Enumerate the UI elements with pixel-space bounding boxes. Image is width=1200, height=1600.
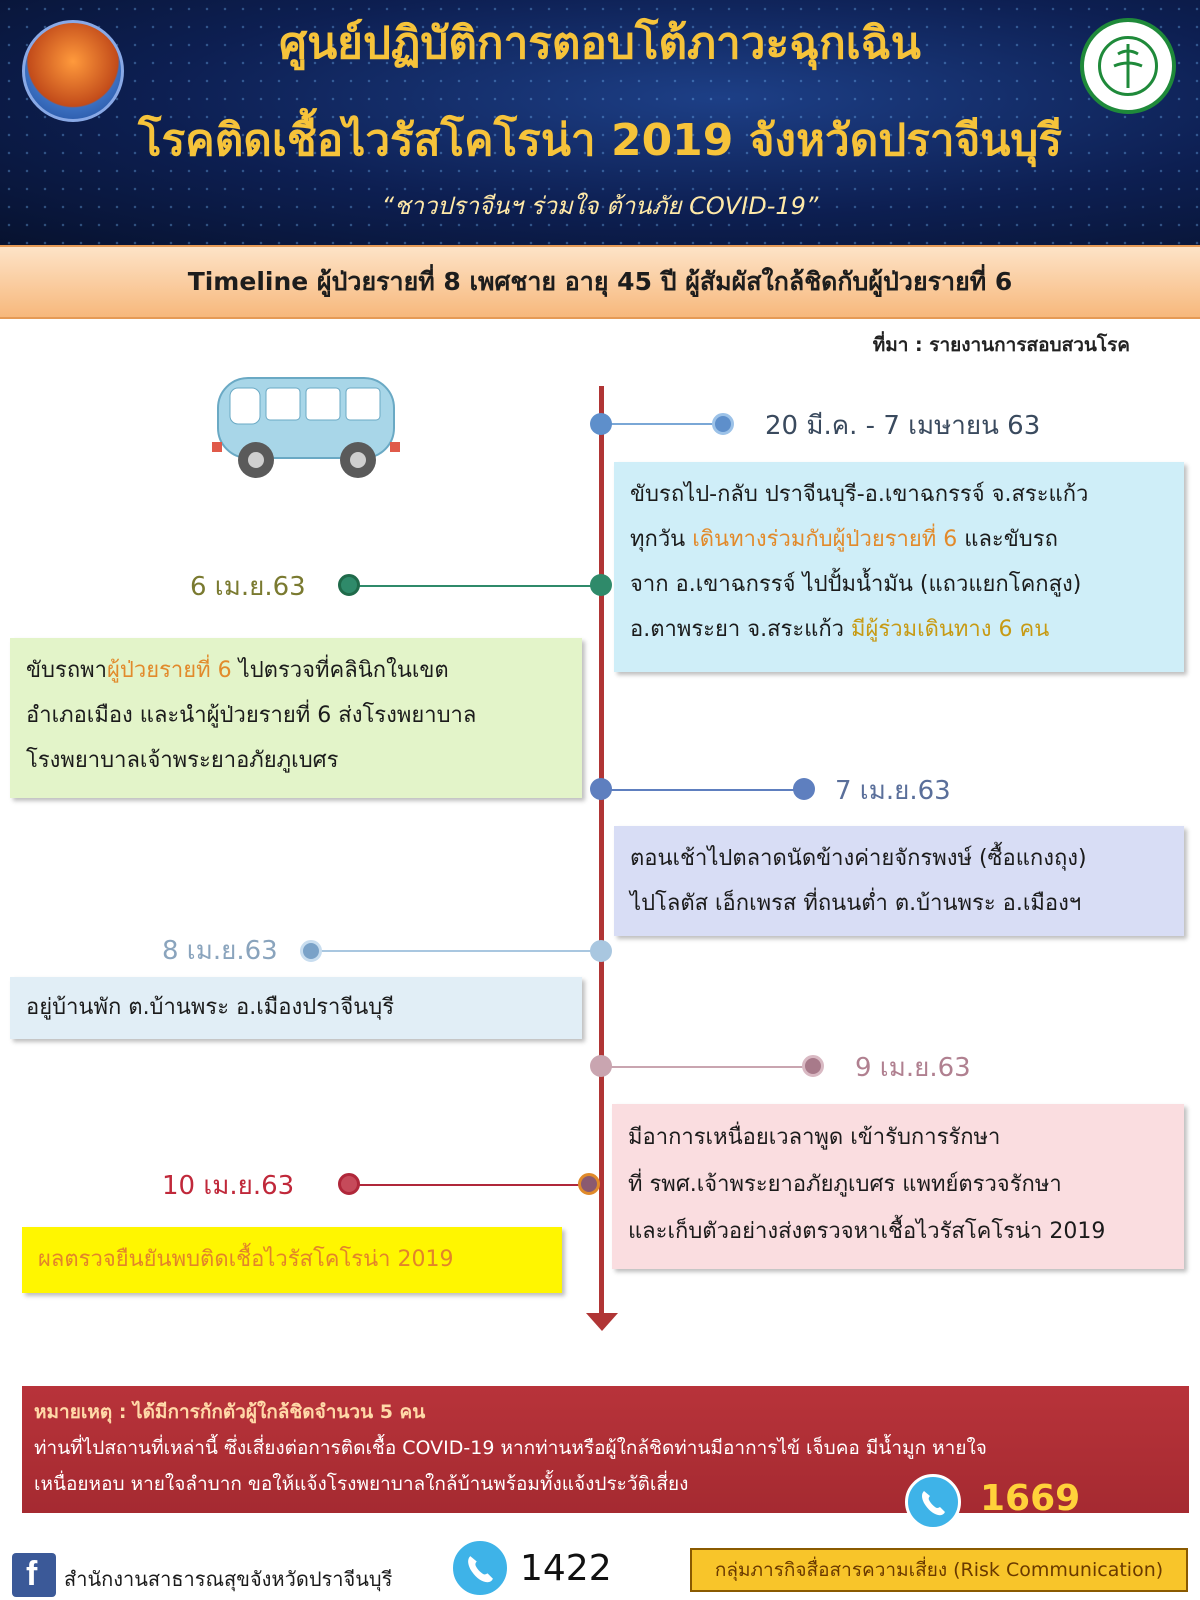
event-text: ไปโลตัส เอ็กเพรส ที่ถนนต่ำ ต.บ้านพระ อ.เ… [630,891,1082,916]
footer-notice: หมายเหตุ : ได้มีการกักตัวผู้ใกล้ชิดจำนวน… [22,1386,1189,1513]
facebook-icon[interactable]: f [12,1553,56,1597]
ministry-of-public-health-logo-icon [1080,18,1176,114]
connector-line [601,423,721,425]
notice-text: เหนื่อยหอบ หายใจลำบาก ขอให้แจ้งโรงพยาบาล… [34,1473,689,1495]
timeline-node [590,940,612,962]
event-text: ขับรถพา [26,658,107,683]
date-label: 6 เม.ย.63 [190,572,306,602]
risk-communication-badge: กลุ่มภารกิจสื่อสารความเสี่ยง (Risk Commu… [690,1548,1188,1592]
event-text: มีอาการเหนื่อยเวลาพูด เข้ารับการรักษา [628,1125,1001,1150]
phone-icon [905,1474,961,1530]
event-text: จาก อ.เขาฉกรรจ์ ไปปั้มน้ำมัน (แถวแยกโคกส… [630,572,1082,597]
event-text: โรงพยาบาลเจ้าพระยาอภัยภูเบศร [26,748,339,773]
notice-title: หมายเหตุ : ได้มีการกักตัวผู้ใกล้ชิดจำนวน… [34,1401,426,1423]
page-title-line2: โรคติดเชื้อไวรัสโคโรน่า 2019 จังหวัดปราจ… [138,115,1062,166]
event-text: และเก็บตัวอย่างส่งตรวจหาเชื้อไวรัสโคโรน่… [628,1219,1106,1244]
provincial-logo-icon [22,20,124,122]
organization-name: สำนักงานสาธารณสุขจังหวัดปราจีนบุรี [64,1567,393,1591]
date-label: 9 เม.ย.63 [855,1053,971,1083]
timeline-node [590,1055,612,1077]
timeline-node [590,413,612,435]
date-label: 20 มี.ค. - 7 เมษายน 63 [765,411,1041,441]
timeline-node [590,778,612,800]
event-box-hospital: มีอาการเหนื่อยเวลาพูด เข้ารับการรักษา ที… [612,1104,1184,1269]
event-highlight: ผู้ป่วยรายที่ 6 [107,658,232,683]
connector-line [601,1066,813,1068]
timeline-node [590,574,612,596]
date-marker [712,413,734,435]
subtitle-text: Timeline ผู้ป่วยรายที่ 8 เพศชาย อายุ 45 … [187,267,1013,296]
hotline-1669: 1669 [980,1478,1081,1519]
hotline-1422: 1422 [520,1548,612,1589]
timeline-node [578,1173,600,1195]
date-marker [300,940,322,962]
event-text: ที่ รพศ.เจ้าพระยาอภัยภูเบศร แพทย์ตรวจรัก… [628,1172,1062,1197]
date-marker [338,1173,360,1195]
network-background [0,0,1200,245]
event-box-market: ตอนเช้าไปตลาดนัดข้างค่ายจักรพงษ์ (ซื้อแก… [614,826,1184,936]
event-text: ขับรถไป-กลับ ปราจีนบุรี-อ.เขาฉกรรจ์ จ.สร… [630,482,1089,507]
source-note: ที่มา : รายงานการสอบสวนโรค [872,334,1130,356]
date-marker [802,1055,824,1077]
connector-line [350,585,600,587]
event-text: อยู่บ้านพัก ต.บ้านพระ อ.เมืองปราจีนบุรี [26,995,395,1020]
timeline-axis [599,386,604,1321]
date-marker [338,574,360,596]
event-text: อ.ตาพระยา จ.สระแก้ว [630,617,852,642]
bus-illustration-icon [212,377,400,478]
date-marker [793,778,815,800]
event-box-commute: ขับรถไป-กลับ ปราจีนบุรี-อ.เขาฉกรรจ์ จ.สร… [614,462,1184,672]
event-highlight: มีผู้ร่วมเดินทาง 6 คน [851,617,1050,642]
event-highlight: เดินทางร่วมกับผู้ป่วยรายที่ 6 [692,527,958,552]
date-label: 10 เม.ย.63 [162,1171,295,1201]
event-box-home: อยู่บ้านพัก ต.บ้านพระ อ.เมืองปราจีนบุรี [10,977,582,1039]
slogan: “ชาวปราจีนฯ ร่วมใจ ต้านภัย COVID-19” [381,192,819,220]
event-text: และขับรถ [957,527,1058,552]
date-label: 8 เม.ย.63 [162,936,278,966]
event-text: อำเภอเมือง และนำผู้ป่วยรายที่ 6 ส่งโรงพย… [26,703,477,728]
event-text: ไปตรวจที่คลินิกในเขต [231,658,449,683]
connector-line [350,1184,600,1186]
header-banner: ศูนย์ปฏิบัติการตอบโต้ภาวะฉุกเฉิน โรคติดเ… [0,0,1200,245]
subtitle-bar: Timeline ผู้ป่วยรายที่ 8 เพศชาย อายุ 45 … [0,245,1200,319]
event-text: ทุกวัน [630,527,693,552]
timeline-arrowhead [586,1313,618,1331]
event-box-clinic: ขับรถพาผู้ป่วยรายที่ 6 ไปตรวจที่คลินิกใน… [10,638,582,798]
notice-text: ท่านที่ไปสถานที่เหล่านี้ ซึ่งเสี่ยงต่อกา… [34,1437,987,1459]
event-text: ตอนเช้าไปตลาดนัดข้างค่ายจักรพงษ์ (ซื้อแก… [630,846,1087,871]
page-title-line1: ศูนย์ปฏิบัติการตอบโต้ภาวะฉุกเฉิน [279,18,921,69]
connector-line [601,789,806,791]
date-label: 7 เม.ย.63 [835,776,951,806]
phone-icon [450,1538,510,1598]
connector-line [312,950,602,952]
event-box-confirmed: ผลตรวจยืนยันพบติดเชื้อไวรัสโคโรน่า 2019 [22,1227,562,1293]
event-text: ผลตรวจยืนยันพบติดเชื้อไวรัสโคโรน่า 2019 [38,1247,454,1272]
